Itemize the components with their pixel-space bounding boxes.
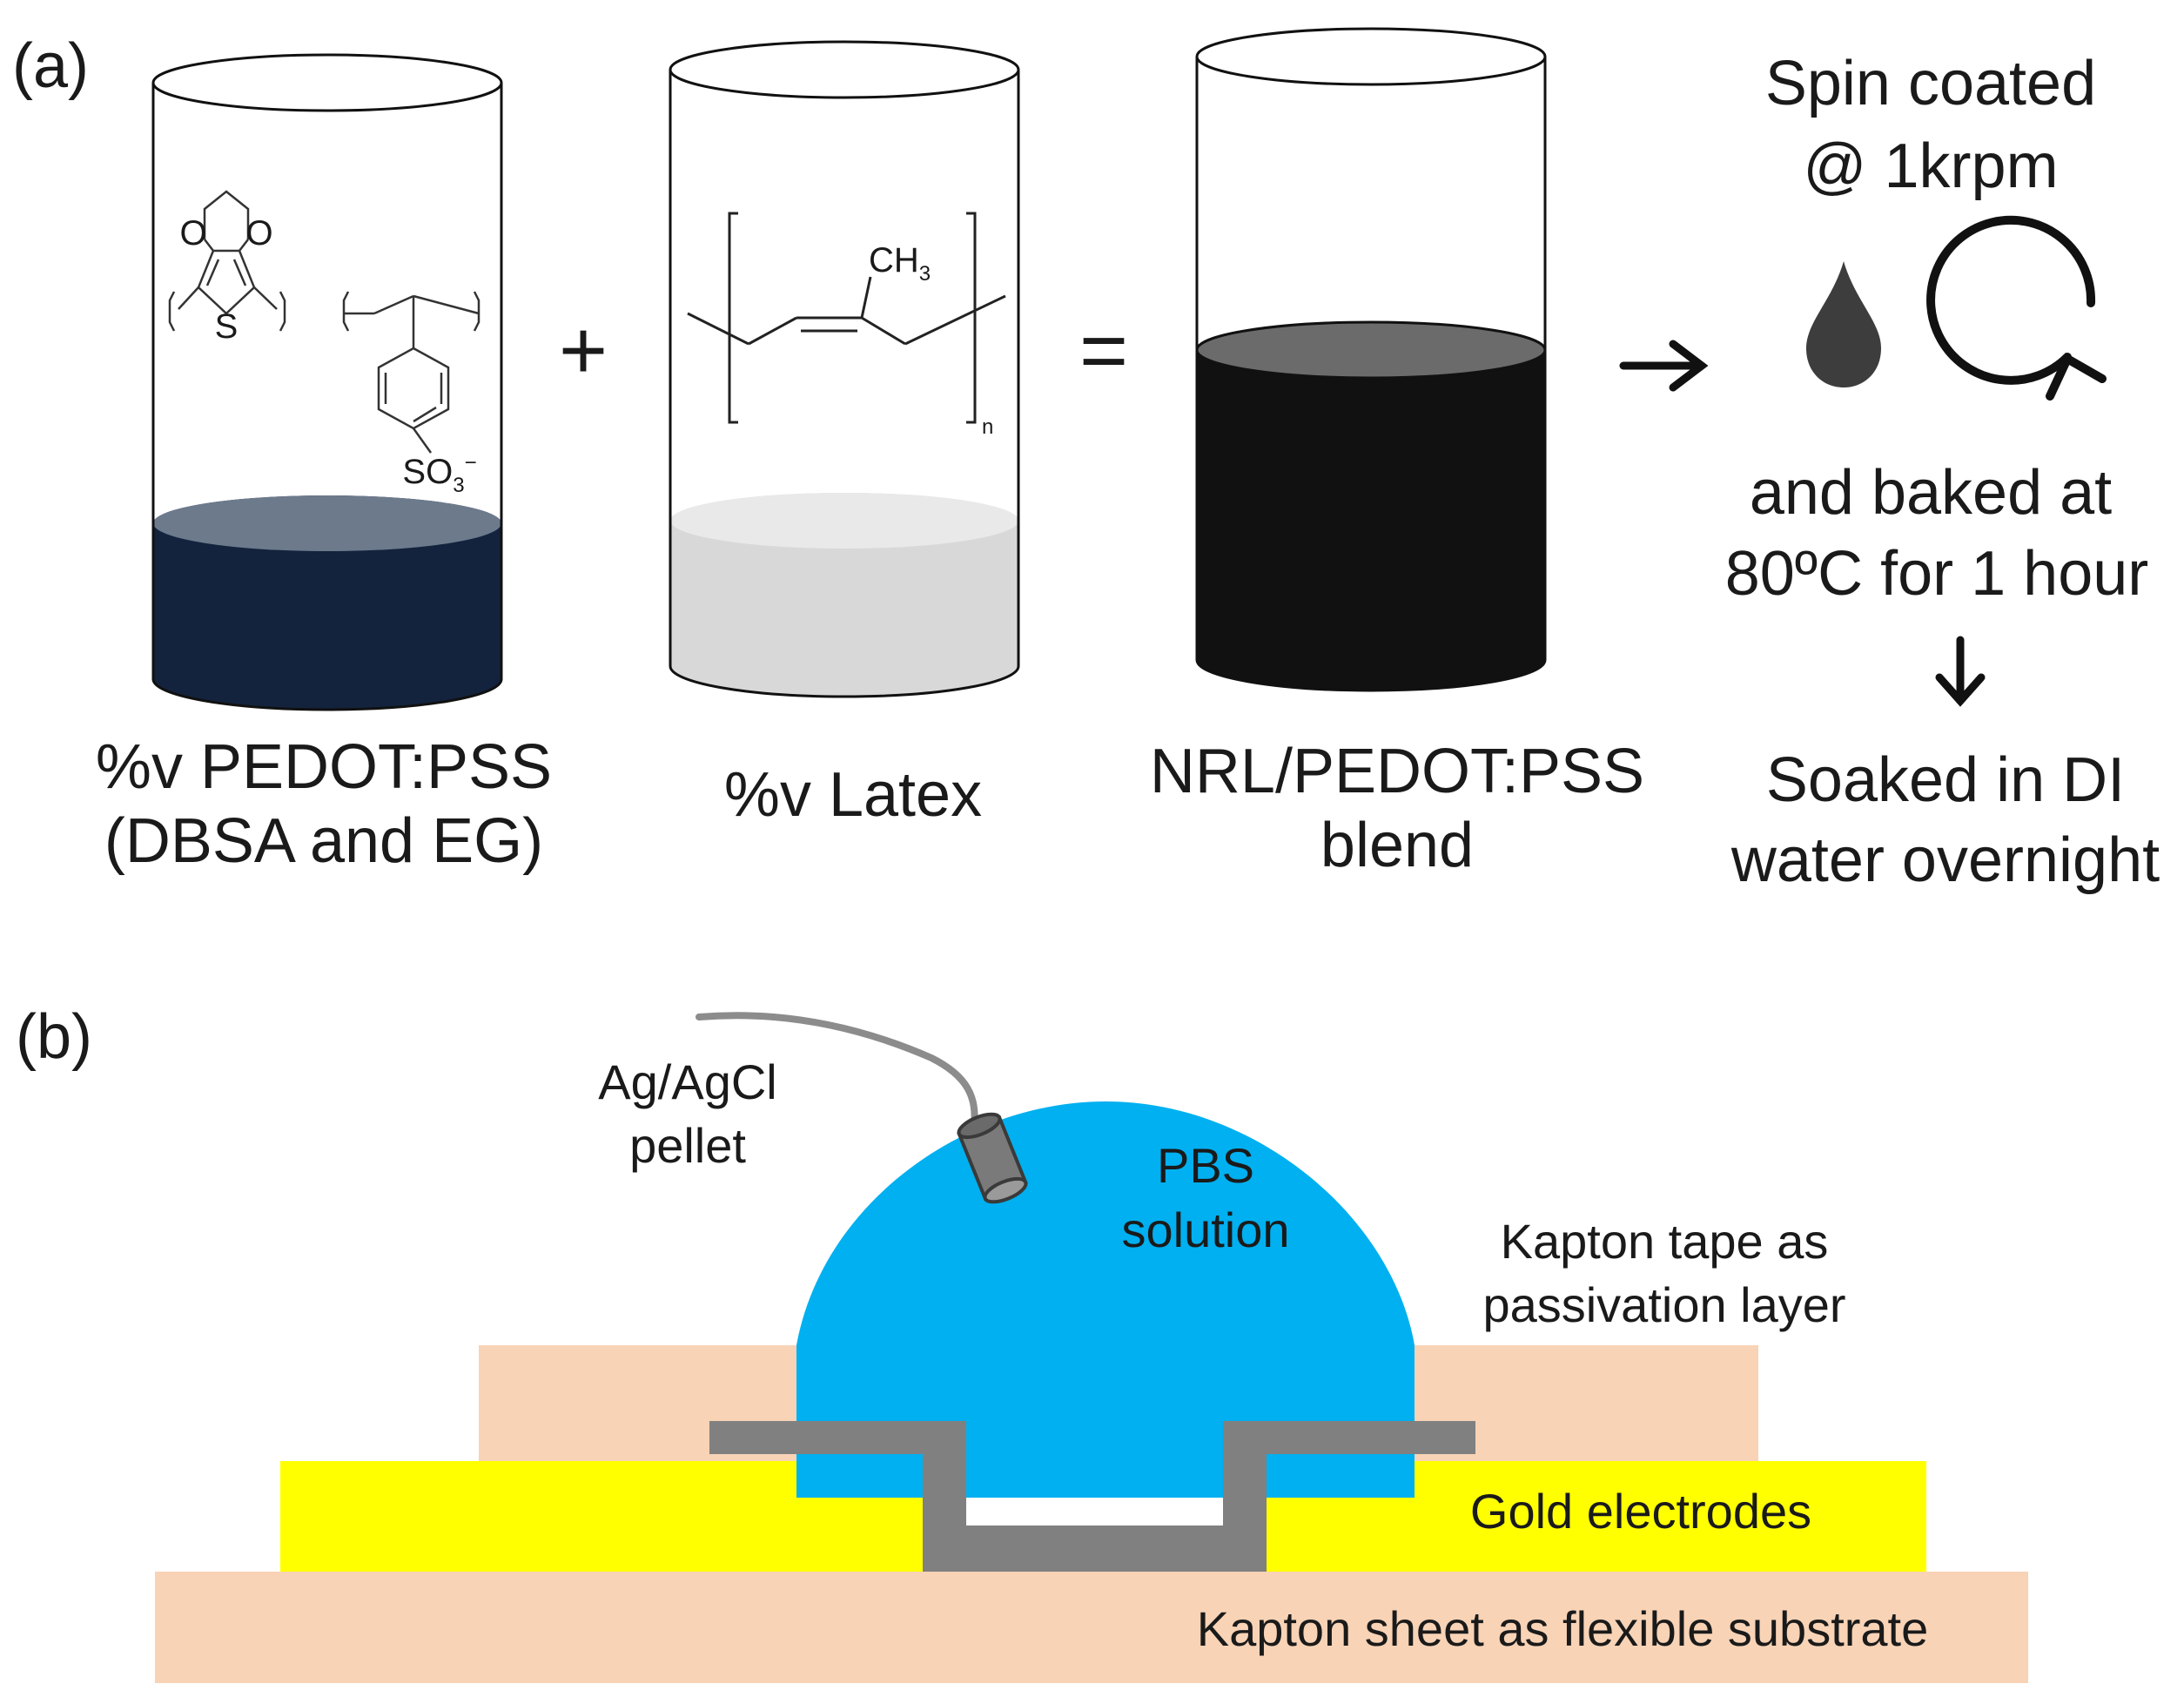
latex-structure [687, 212, 1006, 424]
equals-sign: = [1079, 304, 1128, 397]
latex-repeat-n: n [982, 415, 993, 439]
beaker-pedot-label-2: (DBSA and EG) [104, 806, 543, 876]
process-step2-line2: 80ºC for 1 hour [1725, 539, 2149, 609]
latex-methyl: CH3 [869, 241, 931, 286]
arrow-right [1619, 340, 1709, 392]
beaker-latex-surface [670, 493, 1018, 549]
beaker-latex [669, 40, 1020, 698]
tape-label-1: Kapton tape as [1501, 1214, 1829, 1269]
process-step3-line2: water overnight [1730, 825, 2160, 895]
beaker-latex-label: %v Latex [724, 760, 982, 830]
panel-a-label: (a) [12, 31, 89, 101]
beaker-blend-label-2: blend [1320, 811, 1474, 880]
process-step1-line1: Spin coated [1765, 49, 2096, 118]
beaker-pedot-surface [153, 495, 501, 551]
pellet-label-2: pellet [629, 1118, 746, 1173]
tape-label-2: passivation layer [1482, 1277, 1845, 1332]
rotation-icon [1926, 215, 2107, 401]
droplet-icon [1806, 261, 1881, 387]
pedot-sulfur: S [215, 307, 239, 346]
beaker-pedot [151, 53, 503, 711]
panel-b-label: (b) [16, 1002, 92, 1072]
process-step1-line2: @ 1krpm [1803, 131, 2058, 201]
pbs-label-2: solution [1121, 1202, 1289, 1257]
pedot-oxygen-right: O [245, 214, 272, 253]
pedot-oxygen-left: O [179, 214, 206, 253]
pbs-droplet [796, 1101, 1415, 1498]
beaker-pedot-label-1: %v PEDOT:PSS [96, 732, 552, 802]
beaker-blend [1195, 27, 1547, 692]
beaker-blend-liquid [1197, 322, 1545, 690]
polymer-channel [709, 1421, 1475, 1572]
substrate-label: Kapton sheet as flexible substrate [1197, 1601, 1929, 1656]
plus-sign: + [559, 304, 608, 397]
pellet-label-1: Ag/AgCl [598, 1054, 776, 1109]
pss-sulfonate: SO3− [402, 451, 476, 497]
pbs-label-1: PBS [1157, 1138, 1254, 1193]
beaker-pedot-liquid [153, 495, 501, 710]
beaker-blend-surface [1195, 320, 1547, 380]
process-step2-line1: and baked at [1750, 458, 2112, 528]
pedot-pss-structure [168, 190, 480, 454]
kapton-substrate [155, 1572, 2028, 1683]
electrodes-label: Gold electrodes [1470, 1484, 1811, 1539]
ag-agcl-pellet [696, 1012, 1028, 1204]
process-step3-line1: Soaked in DI [1766, 745, 2125, 815]
arrow-down [1935, 636, 1986, 707]
beaker-blend-label-1: NRL/PEDOT:PSS [1150, 737, 1644, 806]
